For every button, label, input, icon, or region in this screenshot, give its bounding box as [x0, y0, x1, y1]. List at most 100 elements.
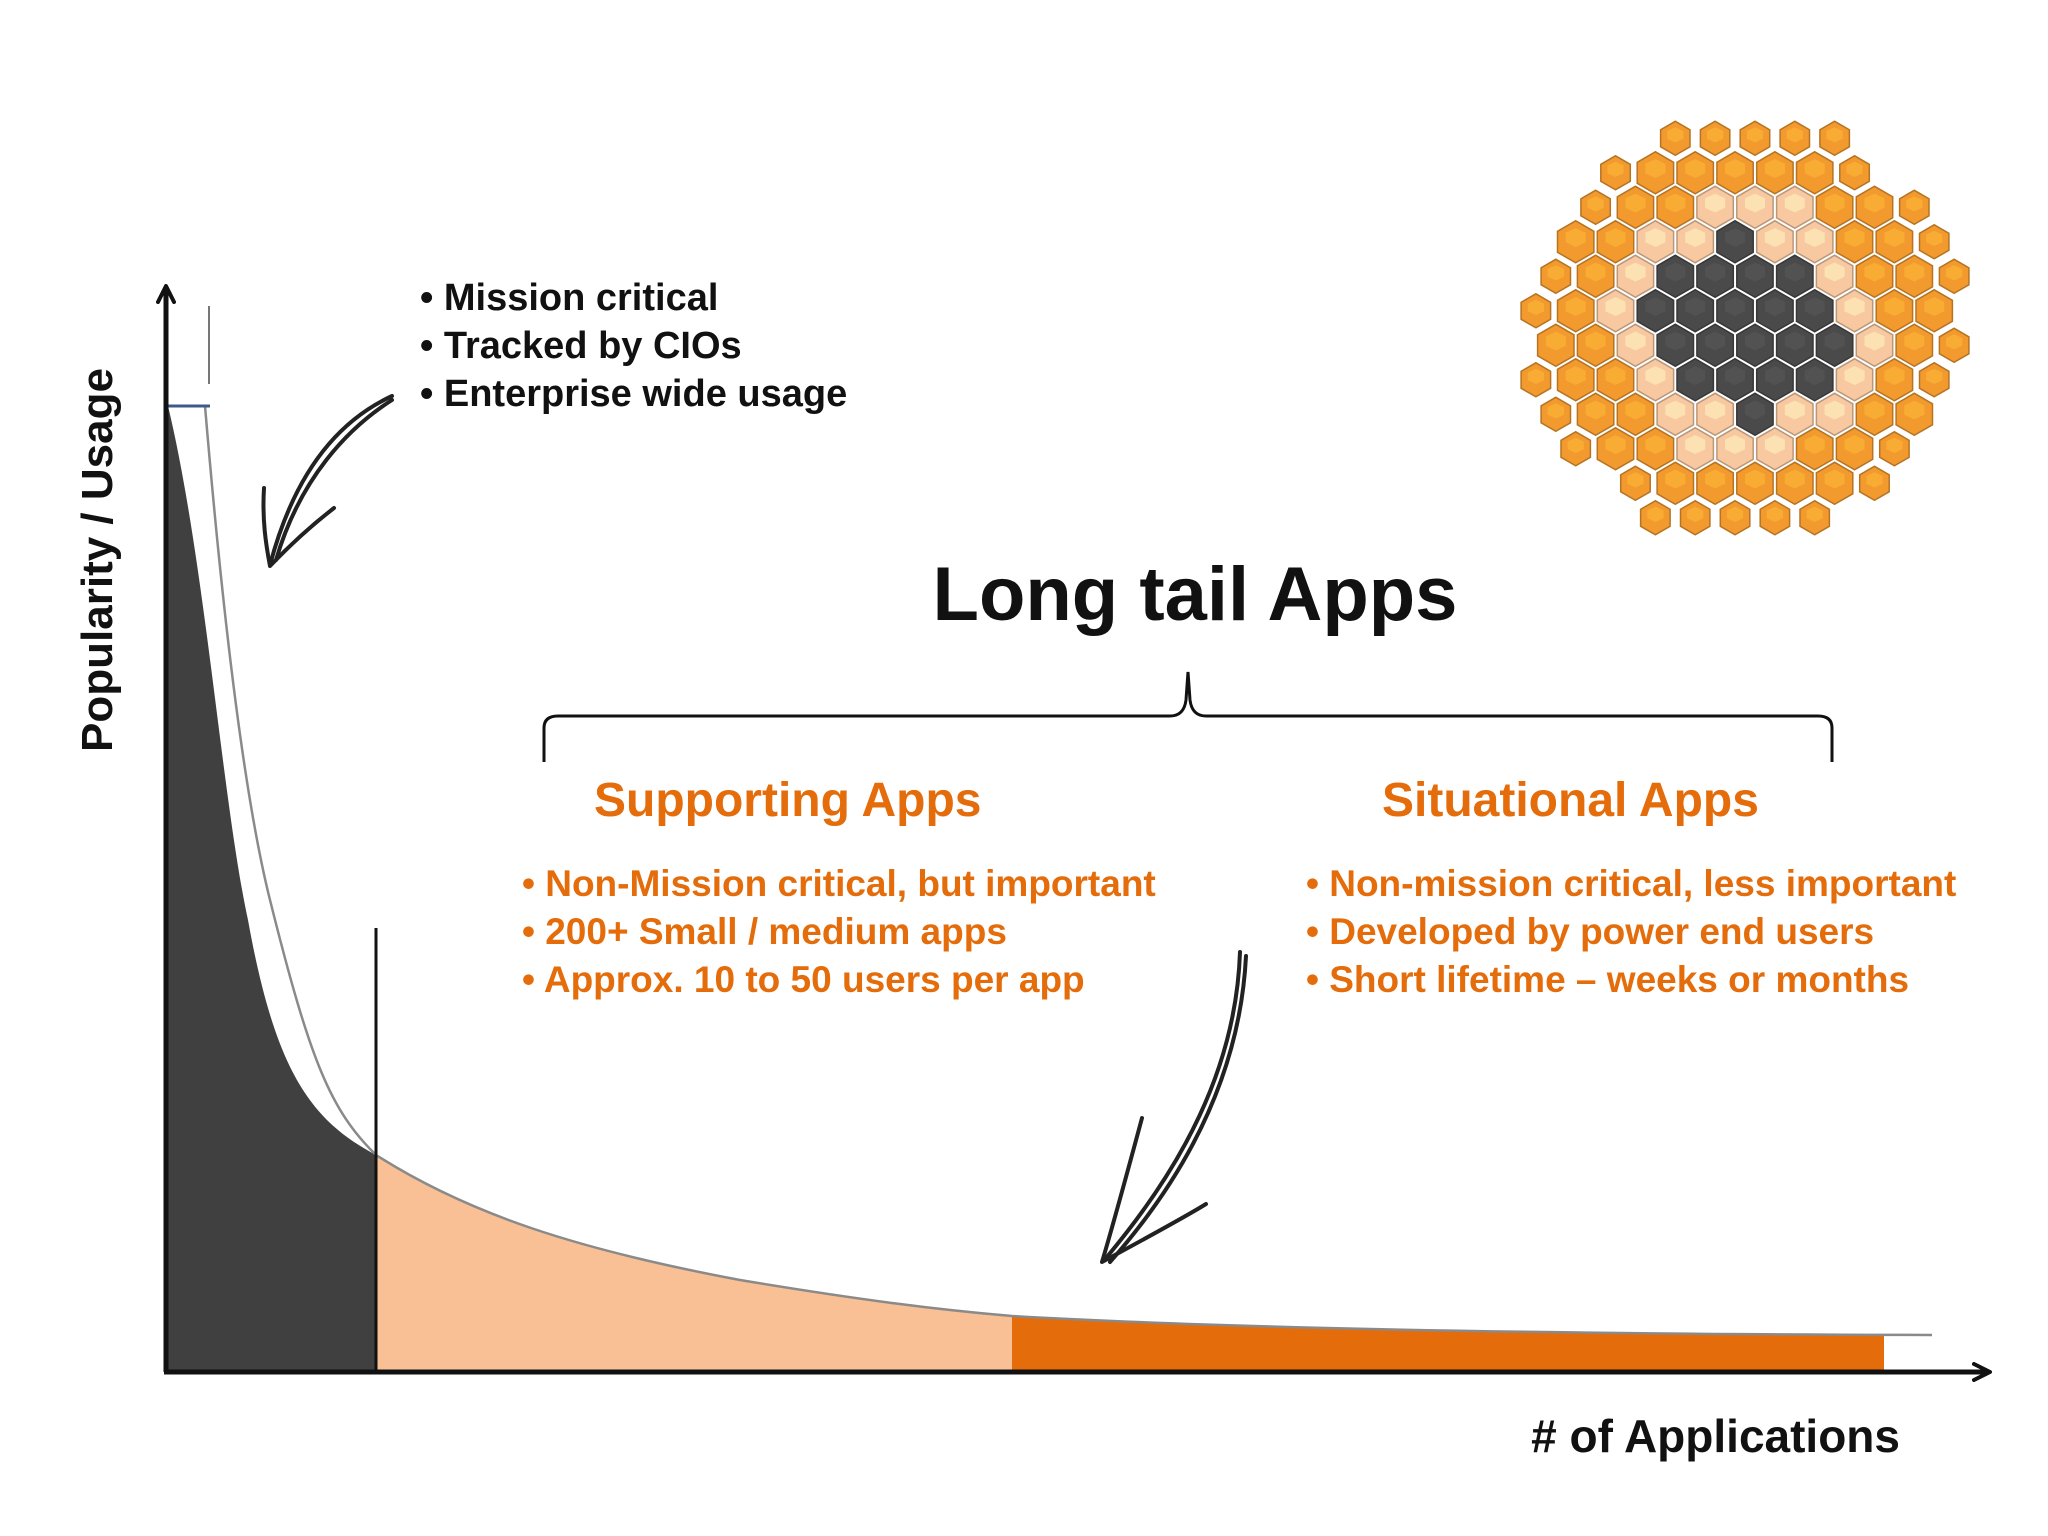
hexagon-highlight: [1804, 297, 1825, 316]
hexagon-highlight: [1685, 435, 1706, 454]
hexagon-highlight: [1625, 400, 1646, 420]
hexagon-highlight: [1745, 331, 1765, 351]
hexagon-highlight: [1645, 228, 1666, 247]
hexagon-highlight: [1884, 297, 1905, 316]
hexagon-highlight: [1866, 472, 1883, 488]
hexagon-highlight: [1824, 469, 1845, 489]
hexagon-highlight: [1804, 228, 1825, 247]
hexagon-highlight: [1705, 193, 1726, 213]
hexagon-highlight: [1585, 400, 1606, 420]
hexagon-highlight: [1844, 435, 1865, 454]
hexagon-highlight: [1547, 403, 1564, 419]
supporting-heading: Supporting Apps: [594, 774, 982, 827]
hexagon-highlight: [1764, 159, 1785, 178]
hexagon-highlight: [1547, 265, 1564, 281]
hexagon-highlight: [1585, 331, 1606, 351]
hexagon-highlight: [1824, 400, 1845, 420]
hexagon-highlight: [1886, 437, 1903, 453]
head-area-region: [168, 406, 376, 1370]
hexagon-highlight: [1685, 159, 1706, 178]
hexagon-highlight: [1725, 159, 1745, 178]
hexagon-highlight: [1707, 127, 1724, 143]
hexagon-highlight: [1926, 230, 1943, 246]
hexagon-highlight: [1607, 161, 1624, 177]
hexagon-highlight: [1746, 127, 1764, 143]
hexagon-highlight: [1906, 196, 1923, 212]
hexagon-highlight: [1665, 400, 1686, 420]
hexagon-highlight: [1605, 435, 1626, 454]
hexagon-highlight: [1844, 228, 1865, 247]
hexagon-highlight: [1824, 331, 1845, 351]
hexagon-highlight: [1625, 331, 1646, 351]
head-bullets: • Mission critical • Tracked by CIOs • E…: [420, 277, 847, 415]
hexagon-highlight: [1565, 297, 1586, 316]
hexagon-highlight: [1565, 366, 1586, 385]
head-bullet: • Mission critical: [420, 277, 718, 319]
hexagon-highlight: [1605, 228, 1626, 247]
hexagon-highlight: [1645, 159, 1666, 178]
hexagon-highlight: [1864, 400, 1885, 420]
situational-bullet: • Short lifetime – weeks or months: [1306, 959, 1909, 1000]
hexagon-highlight: [1904, 331, 1925, 351]
hexagon-highlight: [1627, 472, 1644, 488]
hexagon-highlight: [1864, 262, 1885, 282]
hexagon-highlight: [1527, 299, 1544, 315]
hexagon-highlight: [1745, 262, 1765, 282]
hexagon-highlight: [1725, 435, 1745, 454]
hexagon-highlight: [1705, 262, 1726, 282]
hexagon-highlight: [1725, 366, 1745, 385]
hexagon-highlight: [1625, 262, 1646, 282]
hexagon-highlight: [1545, 331, 1566, 351]
hexagon-highlight: [1685, 297, 1706, 316]
hexagon-highlight: [1647, 506, 1664, 522]
hexagon-highlight: [1764, 297, 1785, 316]
hexagon-highlight: [1665, 469, 1686, 489]
long-tail-curve: [203, 405, 1933, 1337]
hexagon-highlight: [1605, 297, 1626, 316]
long-tail-brace: [542, 671, 1834, 762]
hexagon-highlight: [1725, 228, 1745, 247]
hexagon-highlight: [1527, 368, 1544, 384]
hexagon-highlight: [1725, 297, 1745, 316]
hexagon-highlight: [1645, 366, 1666, 385]
hexagon-highlight: [1625, 193, 1646, 213]
hexagon-highlight: [1587, 196, 1604, 212]
hexagon-highlight: [1904, 400, 1925, 420]
hexagon-highlight: [1764, 366, 1785, 385]
hexagon-highlight: [1585, 262, 1606, 282]
hexagon-highlight: [1685, 228, 1706, 247]
hexagon-highlight: [1784, 400, 1805, 420]
hexagon-highlight: [1824, 193, 1845, 213]
hexagon-highlight: [1804, 366, 1825, 385]
hexagon-highlight: [1705, 400, 1726, 420]
head-bullet: • Tracked by CIOs: [420, 325, 742, 367]
hexagon-highlight: [1705, 331, 1726, 351]
supporting-area-region: [376, 1155, 1012, 1370]
hexagon-highlight: [1924, 297, 1945, 316]
hexagon-highlight: [1784, 331, 1805, 351]
supporting-bullet: • Non-Mission critical, but important: [522, 863, 1156, 904]
head-bullet: • Enterprise wide usage: [420, 373, 847, 415]
hexagon-highlight: [1884, 228, 1905, 247]
hexagon-highlight: [1884, 366, 1905, 385]
hexagon-highlight: [1804, 435, 1825, 454]
hexagon-highlight: [1645, 297, 1666, 316]
hexagon-highlight: [1605, 366, 1626, 385]
hexagon-highlight: [1565, 228, 1586, 247]
hexagon-highlight: [1567, 437, 1584, 453]
situational-bullet: • Developed by power end users: [1306, 911, 1874, 952]
hexagon-highlight: [1764, 435, 1785, 454]
situational-heading: Situational Apps: [1382, 774, 1759, 827]
head-pointer-arrow: [261, 394, 394, 568]
situational-bullet: • Non-mission critical, less important: [1306, 863, 1956, 904]
hexagon-highlight: [1784, 193, 1805, 213]
hexagon-highlight: [1926, 368, 1943, 384]
hexagon-highlight: [1705, 469, 1726, 489]
hexagon-highlight: [1766, 506, 1783, 522]
hexagon-highlight: [1864, 193, 1885, 213]
tail-pointer-arrow: [1100, 950, 1248, 1264]
hexagon-highlight: [1745, 400, 1765, 420]
supporting-bullet: • Approx. 10 to 50 users per app: [522, 959, 1085, 1000]
hexagon-highlight: [1804, 159, 1825, 178]
